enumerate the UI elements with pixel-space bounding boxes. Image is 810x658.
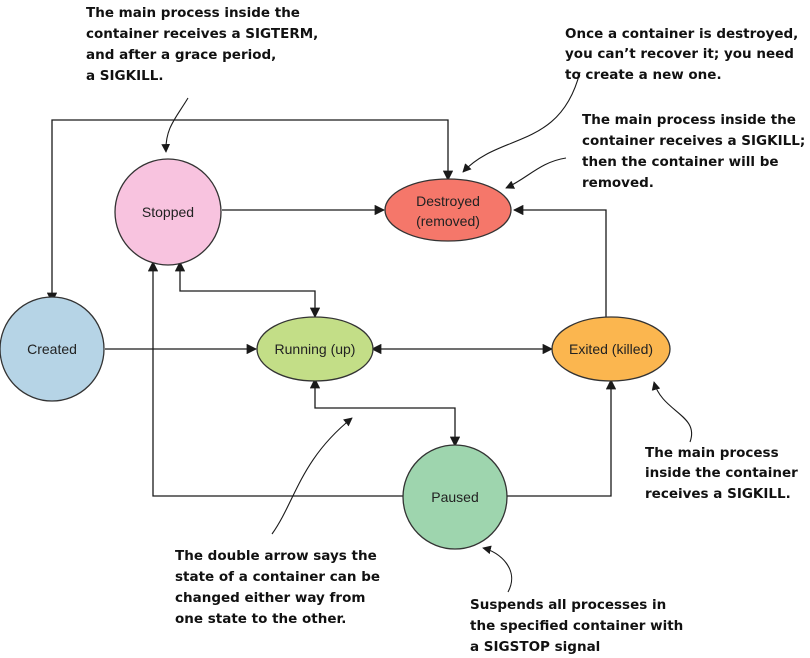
pointer-sigkill-removed xyxy=(505,157,567,189)
edge-paused-stopped xyxy=(147,260,404,497)
pointer-destroyed xyxy=(462,71,581,173)
state-paused-label: Paused xyxy=(431,489,478,505)
state-stopped: Stopped xyxy=(114,158,222,266)
edge-exited-destroyed xyxy=(512,204,607,318)
note-double-arrow: The double arrow says the state of a con… xyxy=(175,548,385,627)
state-running: Running (up) xyxy=(256,316,374,382)
edge-top-created-destroyed xyxy=(46,119,454,304)
note-sigstop: Suspends all processes in the specified … xyxy=(470,597,688,655)
pointer-double-arrow xyxy=(271,417,353,535)
state-created: Created xyxy=(0,296,105,402)
note-sigkill-exit: The main process inside the container re… xyxy=(645,445,803,502)
note-sigkill-removed: The main process inside the container re… xyxy=(582,112,810,191)
state-paused: Paused xyxy=(402,444,508,550)
state-running-label: Running (up) xyxy=(275,341,356,357)
note-sigterm: The main process inside the container re… xyxy=(86,5,323,84)
state-destroyed: Destroyed (removed) xyxy=(384,178,512,242)
edge-running-paused xyxy=(309,377,461,448)
state-exited-label: Exited (killed) xyxy=(569,341,653,357)
pointer-sigterm xyxy=(161,97,189,153)
note-destroyed: Once a container is destroyed, you can’t… xyxy=(565,26,803,83)
pointer-sigstop xyxy=(482,545,513,593)
state-destroyed-label: Destroyed xyxy=(416,193,480,209)
state-exited: Exited (killed) xyxy=(551,316,671,382)
state-created-label: Created xyxy=(27,341,77,357)
edge-stopped-running xyxy=(174,260,321,319)
state-stopped-label: Stopped xyxy=(142,204,194,220)
pointer-sigkill-exit xyxy=(651,381,693,443)
state-destroyed-sublabel: (removed) xyxy=(416,213,480,229)
edge-paused-exited xyxy=(506,378,617,497)
